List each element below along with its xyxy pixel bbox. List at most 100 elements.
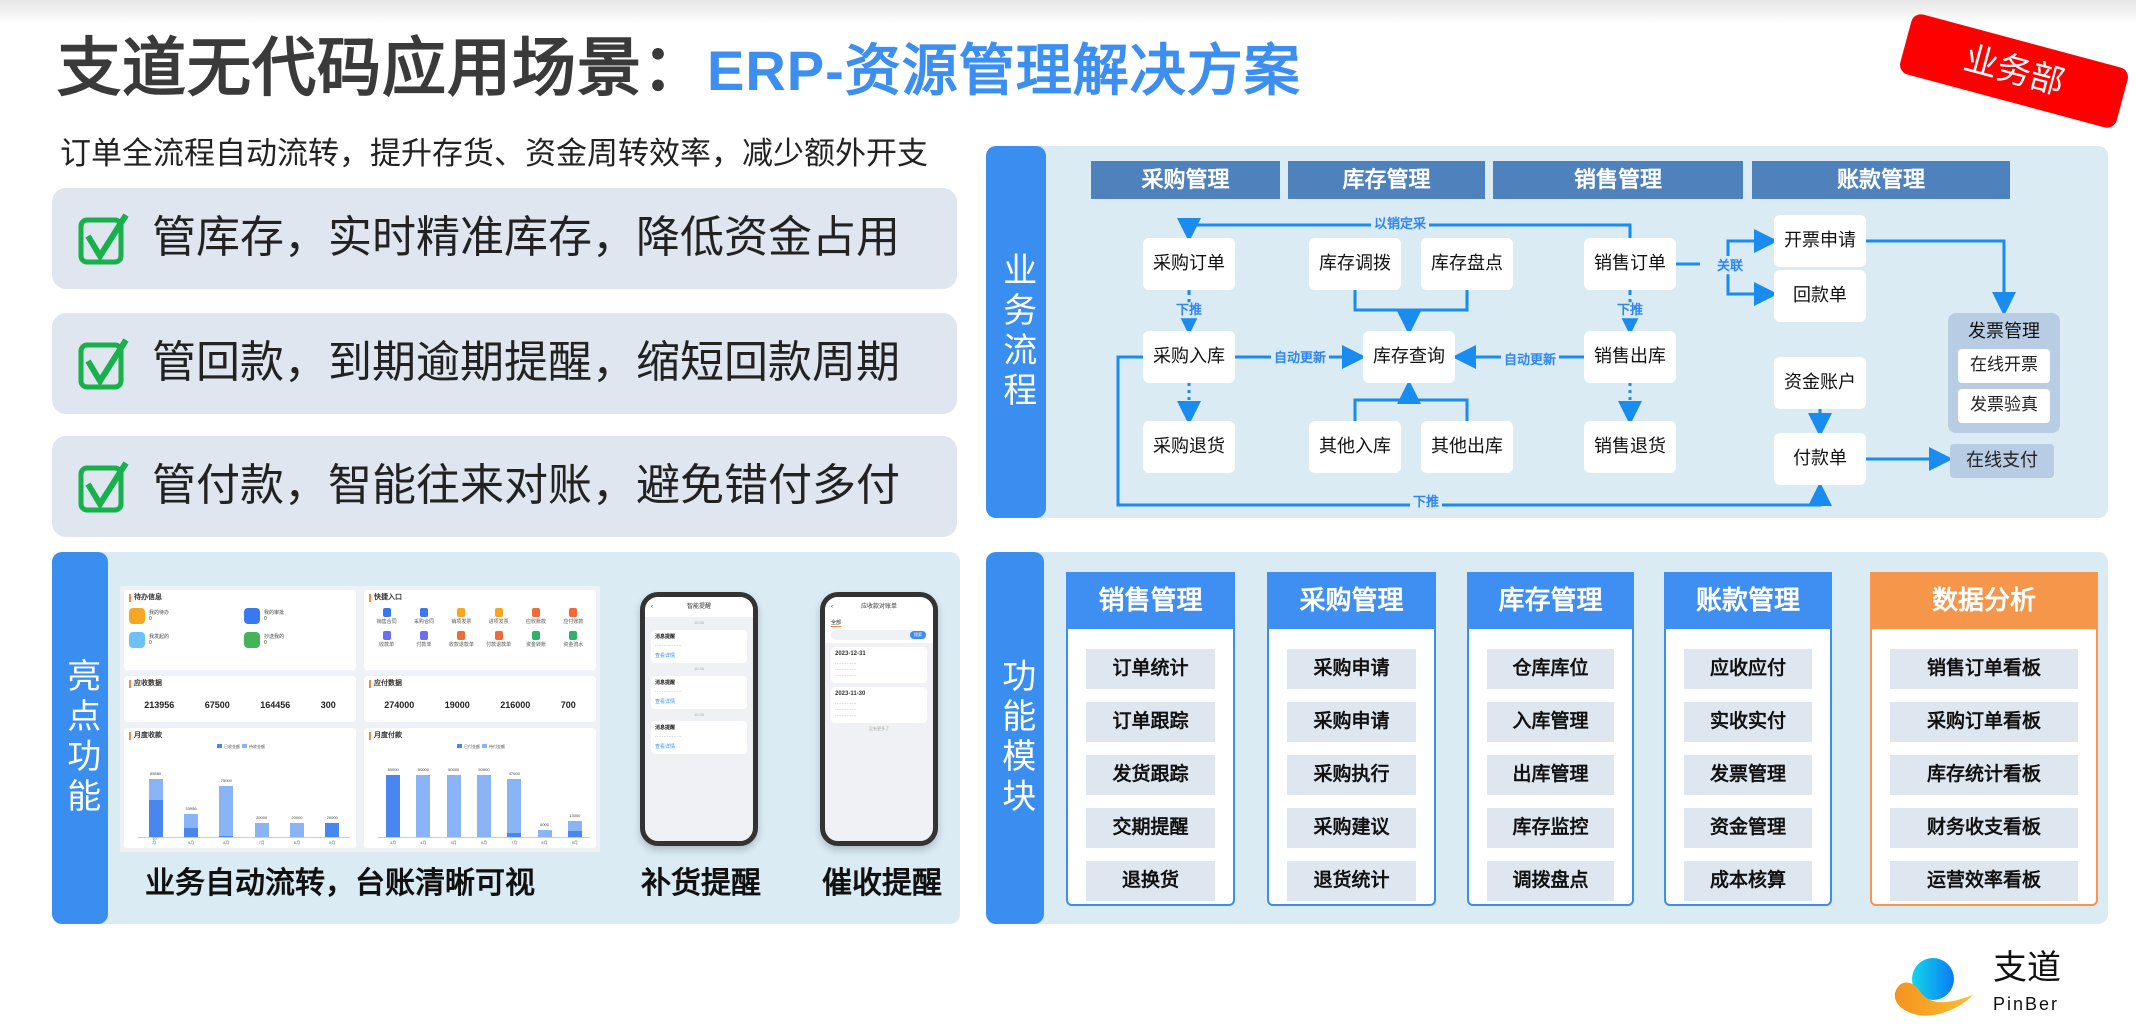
- module-item[interactable]: 发货跟踪: [1086, 755, 1215, 795]
- label-push-down: 下推: [1613, 302, 1647, 318]
- module-item[interactable]: 出库管理: [1487, 755, 1614, 795]
- chart-bar-segment: [386, 775, 401, 837]
- caption-dashboard: 业务自动流转，台账清晰可视: [145, 867, 535, 900]
- module-item[interactable]: 应收应付: [1684, 649, 1812, 689]
- module-item[interactable]: 采购执行: [1287, 755, 1416, 795]
- module-column: 账款管理应收应付实收实付发票管理资金管理成本核算: [1664, 572, 1832, 906]
- module-item[interactable]: 财务收支看板: [1890, 808, 2078, 848]
- module-item[interactable]: 采购申请: [1287, 649, 1416, 689]
- chart-bar-segment: [183, 828, 198, 837]
- node-invoice-verify: 发票验真: [1958, 388, 2050, 423]
- quick-entry: 收款退款单: [444, 631, 479, 648]
- month-label: 8月: [541, 840, 548, 845]
- month-label: 7月: [511, 840, 518, 845]
- quick-entry: 付款退款单: [481, 631, 516, 648]
- back-icon[interactable]: ‹: [651, 604, 653, 610]
- module-title: 销售管理: [1066, 572, 1235, 629]
- flow-header-inventory: 库存管理: [1288, 161, 1485, 199]
- benefit-card: 管回款，到期逾期提醒，缩短回款周期: [52, 313, 957, 414]
- month-label: 5月: [329, 840, 336, 845]
- month-label: 9月: [571, 840, 578, 845]
- node-purchase-in: 采购入库: [1143, 331, 1235, 383]
- message-card[interactable]: 消息提醒················查看详情: [651, 675, 747, 709]
- message-card[interactable]: 消息提醒················查看详情: [651, 721, 747, 755]
- search-button[interactable]: 搜索: [910, 631, 926, 639]
- invoice-management-group: 发票管理 在线开票 发票验真: [1948, 313, 2060, 433]
- bar-label: 50000: [417, 767, 429, 773]
- connector-in-payment: [1116, 355, 1832, 507]
- bar-label: 85580: [150, 770, 162, 776]
- quick-entry-icon: [569, 608, 578, 618]
- node-sales-order: 销售订单: [1584, 238, 1676, 290]
- checkbox-checked-icon: [78, 337, 129, 389]
- bar-label: 20000: [256, 815, 268, 821]
- module-item[interactable]: 库存统计看板: [1890, 755, 2078, 795]
- module-item[interactable]: 订单统计: [1086, 649, 1215, 689]
- checkbox-checked-icon: [78, 212, 129, 264]
- bar-label: 20000: [291, 815, 303, 821]
- module-item[interactable]: 入库管理: [1487, 702, 1614, 742]
- quick-entry-icon: [419, 631, 428, 641]
- quick-entry-icon: [457, 631, 466, 641]
- module-column: 库存管理仓库库位入库管理出库管理库存监控调拨盘点: [1467, 572, 1634, 906]
- benefit-card: 管付款，智能往来对账，避免错付多付: [52, 436, 957, 537]
- logo-latin: PinBer: [1993, 994, 2060, 1014]
- node-online-invoice: 在线开票: [1958, 348, 2050, 383]
- module-item[interactable]: 调拨盘点: [1487, 861, 1614, 901]
- module-item[interactable]: 仓库库位: [1487, 649, 1614, 689]
- tab-all[interactable]: 全部: [831, 620, 842, 627]
- highlights-side-label: 亮点功能: [52, 552, 108, 924]
- module-item[interactable]: 采购申请: [1287, 702, 1416, 742]
- node-stock-query: 库存查询: [1363, 331, 1455, 383]
- module-item[interactable]: 交期提醒: [1086, 808, 1215, 848]
- page-subtitle: 订单全流程自动流转，提升存货、资金周转效率，减少额外开支: [60, 136, 928, 171]
- chart-bar: 50000 5月: [446, 768, 461, 845]
- month-label: 6月: [293, 840, 301, 845]
- module-item[interactable]: 销售订单看板: [1890, 649, 2078, 689]
- module-column: 数据分析销售订单看板采购订单看板库存统计看板财务收支看板运营效率看板: [1870, 572, 2098, 906]
- module-title: 账款管理: [1664, 572, 1832, 629]
- benefit-text: 管回款，到期逾期提醒，缩短回款周期: [152, 338, 900, 388]
- module-item[interactable]: 成本核算: [1684, 861, 1812, 901]
- connector-transfer-query: [1353, 290, 1469, 329]
- module-item[interactable]: 资金管理: [1684, 808, 1812, 848]
- quick-entry-icon: [494, 608, 503, 618]
- module-item[interactable]: 发票管理: [1684, 755, 1812, 795]
- module-item[interactable]: 采购订单看板: [1890, 702, 2078, 742]
- quick-entry: 资金流水: [556, 631, 591, 648]
- node-purchase-order: 采购订单: [1143, 238, 1235, 290]
- month-label: 9月: [187, 840, 195, 845]
- module-item[interactable]: 采购建议: [1287, 808, 1416, 848]
- module-item[interactable]: 实收实付: [1684, 702, 1812, 742]
- flow-header-accounts: 账款管理: [1752, 161, 2010, 199]
- module-item[interactable]: 运营效率看板: [1890, 861, 2078, 901]
- connector-link-invoice: [1726, 229, 1778, 256]
- node-other-out: 其他出库: [1421, 421, 1513, 473]
- month-label: 5月: [450, 840, 457, 845]
- node-stock-transfer: 库存调拨: [1309, 238, 1401, 290]
- module-item[interactable]: 退换货: [1086, 861, 1215, 901]
- checkbox-checked-icon: [78, 460, 129, 512]
- chart-bar-segment: [567, 830, 582, 837]
- benefit-text: 管付款，智能往来对账，避免错付多付: [152, 461, 900, 511]
- statement-card[interactable]: 2023-11-30······························…: [831, 687, 927, 724]
- module-item[interactable]: 退货统计: [1287, 861, 1416, 901]
- quick-entry-icon: [494, 631, 503, 641]
- module-item[interactable]: 订单跟踪: [1086, 702, 1215, 742]
- bar-label: 50000: [448, 767, 460, 773]
- module-item[interactable]: 库存监控: [1487, 808, 1614, 848]
- message-card[interactable]: 消息提醒················查看详情: [651, 629, 747, 663]
- back-icon[interactable]: ‹: [831, 604, 833, 610]
- module-title: 数据分析: [1870, 572, 2098, 629]
- statement-card[interactable]: 2023-12-31······························…: [831, 647, 927, 684]
- label-link: 关联: [1713, 258, 1747, 274]
